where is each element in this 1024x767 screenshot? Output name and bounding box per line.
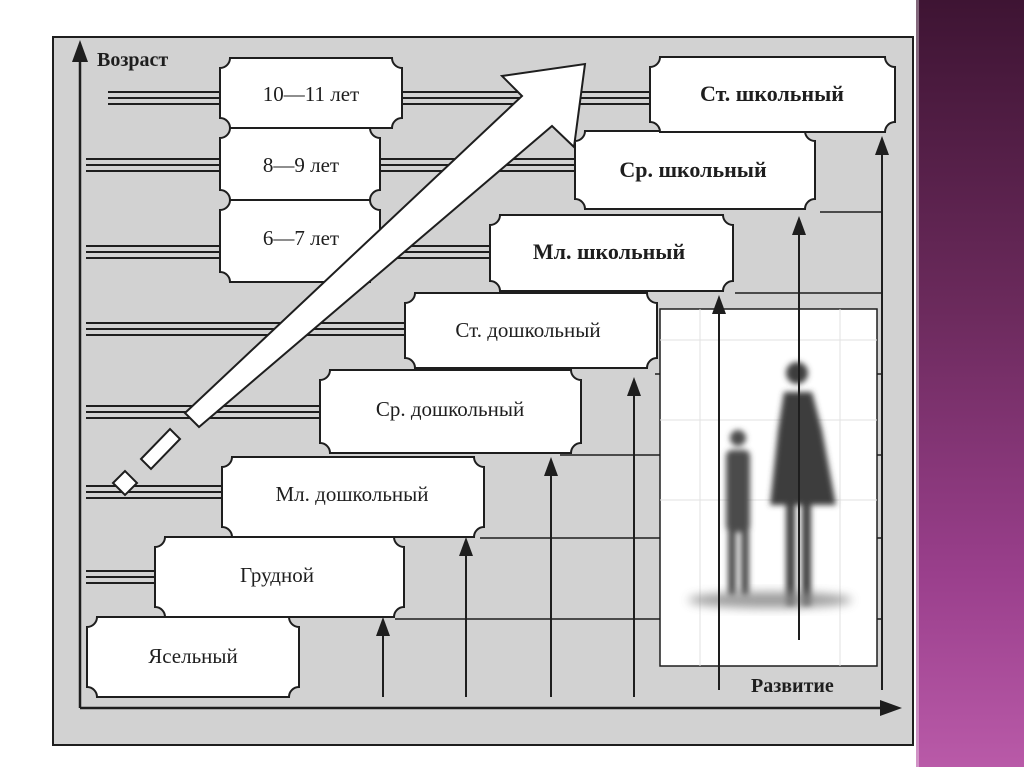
stage-box-infant: Грудной (154, 536, 405, 618)
level-line-st-preschool (86, 322, 405, 336)
stage-label-infant: Грудной (240, 563, 314, 587)
level-line-infant (86, 570, 155, 584)
stage-box-st-school: Ст. школьный (649, 56, 896, 133)
y-axis-label: Возраст (97, 49, 168, 71)
y-axis-arrowhead (72, 40, 88, 62)
stage-label-st-preschool: Ст. дошкольный (455, 318, 600, 342)
decorative-side-strip (916, 0, 1024, 767)
stage-label-ml-school: Мл. школьный (533, 239, 686, 264)
stage-box-sr-school: Ср. школьный (574, 130, 816, 210)
floor-shadow (688, 592, 852, 608)
level-line-ml-preschool (86, 485, 222, 499)
stage-label-nursery: Ясельный (148, 644, 238, 668)
x-axis-label: Развитие (751, 675, 834, 697)
stage-box-ml-school: Мл. школьный (489, 214, 734, 292)
age-label-8-9: 8—9 лет (263, 153, 339, 177)
development-arrows (376, 136, 889, 697)
stage-label-ml-preschool: Мл. дошкольный (275, 482, 428, 506)
stage-label-st-school: Ст. школьный (700, 81, 844, 106)
age-label-6-7: 6—7 лет (263, 226, 339, 250)
age-box-10-11: 10—11 лет (219, 57, 403, 129)
stage-box-st-preschool: Ст. дошкольный (404, 292, 658, 369)
adult-silhouette (770, 362, 836, 605)
stage-box-ml-preschool: Мл. дошкольный (221, 456, 485, 538)
stage-box-nursery: Ясельный (86, 616, 300, 698)
stage-label-sr-school: Ср. школьный (619, 157, 767, 182)
silhouettes-photo (659, 308, 878, 667)
x-axis-arrowhead (880, 700, 902, 716)
child-silhouette (726, 430, 750, 596)
stage-label-sr-preschool: Ср. дошкольный (376, 397, 524, 421)
stage-box-sr-preschool: Ср. дошкольный (319, 369, 582, 454)
age-box-8-9: 8—9 лет (219, 127, 381, 201)
growth-arrow (111, 62, 587, 497)
age-label-10-11: 10—11 лет (263, 82, 359, 106)
age-box-6-7: 6—7 лет (219, 199, 381, 283)
axes (72, 40, 902, 716)
